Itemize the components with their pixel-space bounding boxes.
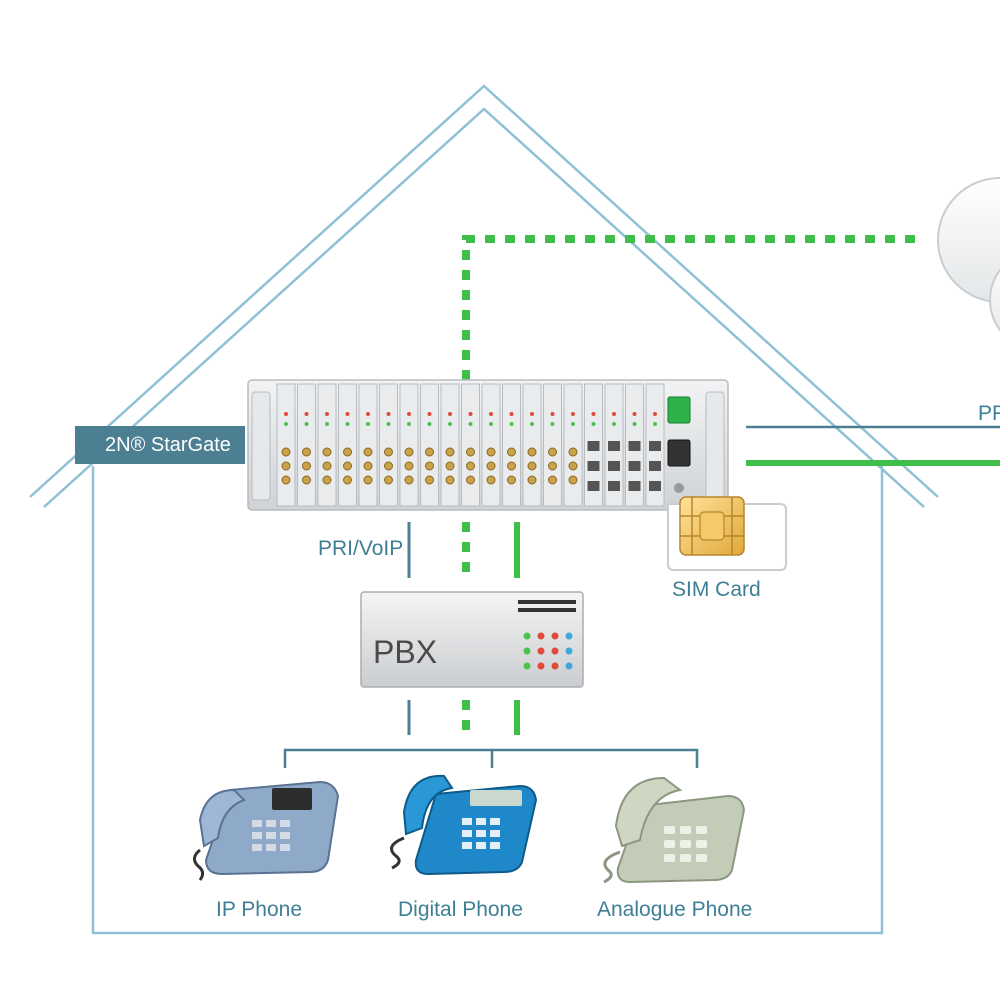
network-cloud xyxy=(937,177,1000,332)
ip-phone xyxy=(193,780,340,881)
house-outline xyxy=(29,84,939,935)
pbx-label: PBX xyxy=(373,634,438,670)
analogue-phone xyxy=(603,776,746,884)
digital-phone xyxy=(390,774,538,876)
stargate-label: 2N® StarGate xyxy=(75,426,245,464)
pbx-box xyxy=(360,591,584,688)
stargate-rack xyxy=(247,379,729,511)
pri-voip-label: PRI/VoIP xyxy=(318,537,404,560)
ip-phone-label: IP Phone xyxy=(216,898,303,921)
pri-right-label: PR xyxy=(978,402,1000,425)
digital-phone-label: Digital Phone xyxy=(398,898,523,921)
sim-card-label: SIM Card xyxy=(672,578,761,601)
gsm-link-dotted xyxy=(462,235,920,380)
sim-card xyxy=(667,496,787,571)
analogue-phone-label: Analogue Phone xyxy=(597,898,753,921)
